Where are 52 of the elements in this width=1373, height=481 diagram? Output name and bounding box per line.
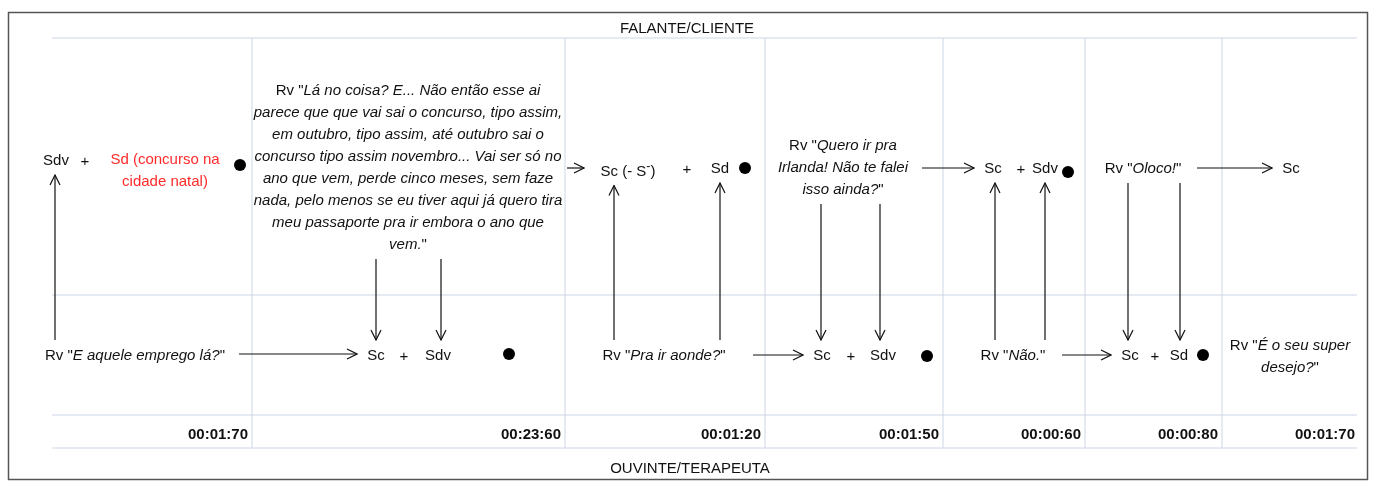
arrow (874, 203, 886, 341)
utterance-text: Rv "Lá no coisa? E... Não então esse ai parece que que vai sai o concurso, tipo assim, em outubro, tipo assim, até outubro sai o concurso tipo assim novembro... Vai ser só no ano que vem, perde cinco meses, sem faze nada, pelo menos se eu tiver aqui já quero tira meu passaporte pra ir embora o ano que vem." (253, 79, 563, 255)
section-heading: OUVINTE/TERAPEUTA (610, 458, 770, 476)
arrow (1174, 182, 1186, 341)
plus-sign: + (846, 346, 856, 364)
time-value: 00:01:50 (878, 424, 939, 442)
stimulus-symbol: Sc (1276, 157, 1306, 179)
arrow (1039, 182, 1051, 341)
time-value: 00:23:60 (500, 424, 561, 442)
stimulus-symbol: Sc (978, 157, 1008, 179)
stimulus-symbol: Sdv (418, 344, 458, 366)
arrow (1061, 349, 1112, 361)
stimulus-symbol: Sd (705, 157, 735, 179)
stimulus-symbol: Sc (807, 344, 837, 366)
stimulus-symbol: Sc (- S$^{-}$) (588, 154, 668, 182)
stimulus-symbol: Sc (361, 344, 391, 366)
plus-sign: + (1016, 159, 1026, 177)
arrow (921, 162, 975, 174)
utterance-text: Rv "Pra ir aonde?" (579, 344, 749, 366)
time-value: 00:00:60 (1020, 424, 1081, 442)
arrow (608, 184, 620, 341)
arrow (1122, 182, 1134, 341)
utterance-text: Rv "É o seu super desejo?" (1222, 334, 1358, 378)
plus-sign: + (80, 151, 90, 169)
time-value: 00:01:70 (187, 424, 248, 442)
arrow (815, 203, 827, 341)
stimulus-symbol: Sdv (1025, 157, 1065, 179)
utterance-text: Rv "Quero ir pra Irlanda! Não te falei isso ainda?" (768, 134, 918, 200)
stimulus-symbol: Sd (1164, 344, 1194, 366)
time-value: 00:01:70 (1294, 424, 1355, 442)
plus-sign: + (682, 159, 692, 177)
utterance-text: Rv "Não." (968, 344, 1058, 366)
plus-sign: + (1150, 346, 1160, 364)
arrow (1196, 162, 1273, 174)
stimulus-text: Sd (concurso na cidade natal) (90, 148, 240, 192)
arrow (49, 174, 61, 341)
stimulus-symbol: Sc (1115, 344, 1145, 366)
arrow (370, 258, 382, 341)
arrow (435, 258, 447, 341)
arrow (566, 162, 585, 174)
stimulus-symbol: Sdv (36, 149, 76, 171)
section-heading: FALANTE/CLIENTE (619, 18, 755, 36)
stimulus-symbol: Sdv (863, 344, 903, 366)
plus-sign: + (399, 346, 409, 364)
time-value: 00:00:80 (1157, 424, 1218, 442)
arrow (989, 182, 1001, 341)
arrow (752, 349, 804, 361)
utterance-text: Rv "Oloco!" (1093, 157, 1193, 179)
time-value: 00:01:20 (700, 424, 761, 442)
utterance-text: Rv "E aquele emprego lá?" (35, 344, 235, 366)
arrow (238, 348, 358, 360)
arrow (714, 182, 726, 341)
